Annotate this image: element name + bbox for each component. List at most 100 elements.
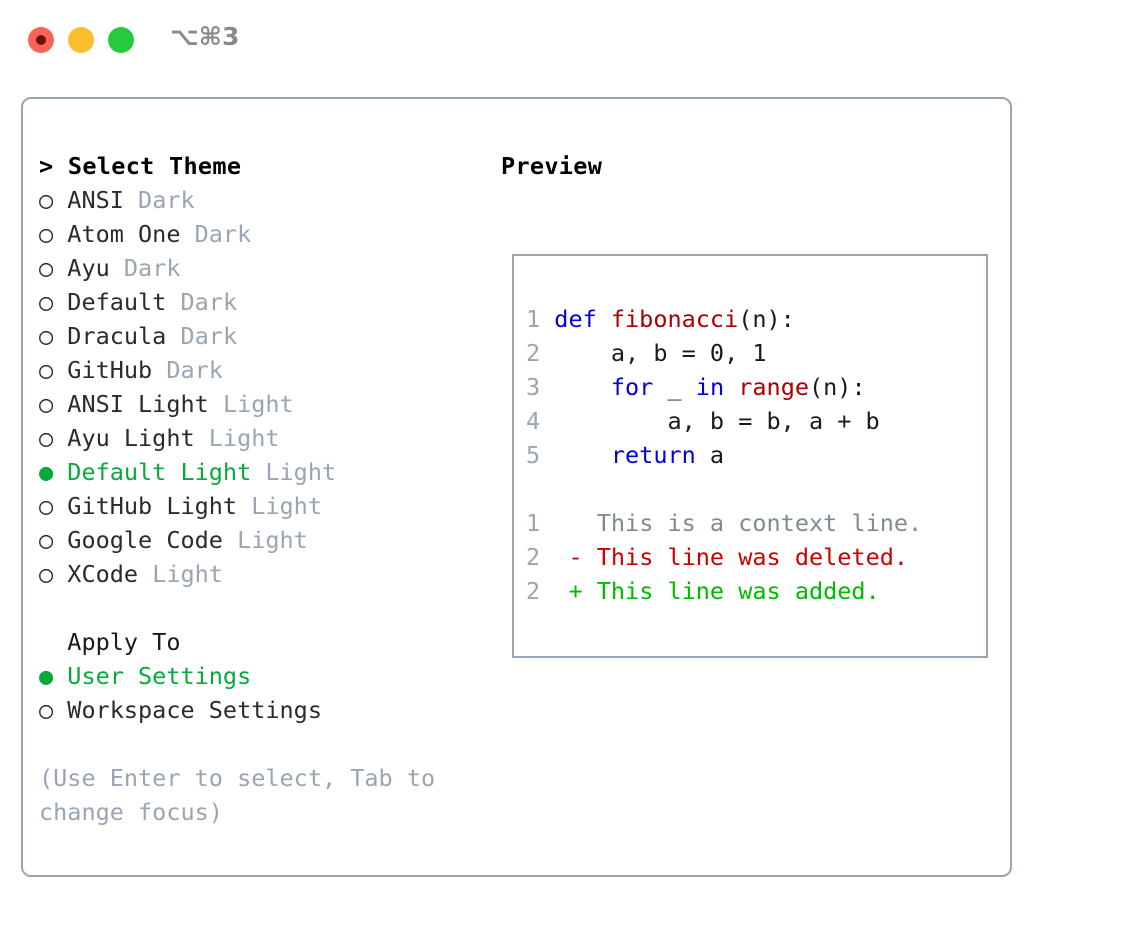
theme-name: Atom One xyxy=(67,220,181,248)
diff-line-number: 2 xyxy=(526,543,541,571)
diff-line: 1 This is a context line. xyxy=(526,506,976,540)
code-line: 3 for _ in range(n): xyxy=(526,370,976,404)
theme-category: Dark xyxy=(180,288,238,316)
preview-column: Preview 1 def fibonacci(n):2 a, b = 0, 1… xyxy=(501,149,991,658)
code-line-number: 5 xyxy=(526,441,541,469)
apply-to-header: Apply To xyxy=(39,628,181,656)
code-token: def xyxy=(554,305,611,333)
code-token xyxy=(554,373,611,401)
apply-to-option[interactable]: ● User Settings xyxy=(39,659,469,693)
radio-unselected-icon: ○ xyxy=(39,356,54,384)
radio-unselected-icon: ○ xyxy=(39,696,54,724)
keyboard-shortcut-label: ⌥⌘3 xyxy=(170,22,240,51)
code-line-number: 4 xyxy=(526,407,541,435)
radio-selected-icon: ● xyxy=(39,458,54,486)
dialog-panel: > Select Theme ○ ANSI Dark○ Atom One Dar… xyxy=(21,97,1012,877)
code-line: 2 a, b = 0, 1 xyxy=(526,336,976,370)
theme-category: Dark xyxy=(166,356,223,384)
theme-category: Light xyxy=(251,492,322,520)
hint-spacer xyxy=(39,727,469,761)
theme-list-item[interactable]: ○ Ayu Light Light xyxy=(39,421,469,455)
list-spacer xyxy=(39,591,469,625)
code-token: for xyxy=(610,373,654,401)
radio-unselected-icon: ○ xyxy=(39,390,54,418)
code-line-number: 1 xyxy=(526,305,541,333)
close-icon xyxy=(36,35,46,45)
theme-name: Default xyxy=(67,288,167,316)
theme-category: Light xyxy=(222,390,294,418)
code-token xyxy=(554,441,611,469)
code-token: fibonacci xyxy=(610,305,739,333)
code-line: 5 return a xyxy=(526,438,976,472)
code-line-number: 3 xyxy=(526,373,541,401)
theme-list-item[interactable]: ○ Atom One Dark xyxy=(39,217,469,251)
theme-list-item[interactable]: ● Default Light Light xyxy=(39,455,469,489)
title-bar: ⌥⌘3 xyxy=(0,0,1140,78)
apply-to-option-label: Workspace Settings xyxy=(67,696,322,724)
code-line-number: 2 xyxy=(526,339,541,367)
diff-text: This line was deleted. xyxy=(596,543,909,571)
diff-text: This is a context line. xyxy=(596,509,923,537)
code-line: 1 def fibonacci(n): xyxy=(526,302,976,336)
theme-name: Ayu Light xyxy=(67,424,195,452)
maximize-window-button[interactable] xyxy=(108,27,134,53)
diff-line-number: 2 xyxy=(526,577,541,605)
radio-unselected-icon: ○ xyxy=(39,492,54,520)
apply-to-option-label: User Settings xyxy=(67,662,252,690)
theme-category: Light xyxy=(152,560,223,588)
diff-marker xyxy=(568,509,582,537)
code-token: (n): xyxy=(809,373,866,401)
preview-title: Preview xyxy=(501,152,603,180)
diff-marker: + xyxy=(568,577,583,605)
radio-unselected-icon: ○ xyxy=(39,288,54,316)
theme-list[interactable]: ○ ANSI Dark○ Atom One Dark○ Ayu Dark○ De… xyxy=(39,183,469,591)
theme-list-item[interactable]: ○ ANSI Light Light xyxy=(39,387,469,421)
theme-list-item[interactable]: ○ GitHub Dark xyxy=(39,353,469,387)
diff-line: 2 - This line was deleted. xyxy=(526,540,976,574)
theme-name: Ayu xyxy=(67,254,110,282)
theme-name: GitHub Light xyxy=(67,492,238,520)
code-token: a, b = b, a + b xyxy=(554,407,880,435)
radio-unselected-icon: ○ xyxy=(39,186,54,214)
theme-list-item[interactable]: ○ Default Dark xyxy=(39,285,469,319)
theme-list-item[interactable]: ○ GitHub Light Light xyxy=(39,489,469,523)
theme-category: Dark xyxy=(138,186,195,214)
theme-name: XCode xyxy=(67,560,139,588)
code-token: in xyxy=(695,373,739,401)
theme-name: Google Code xyxy=(67,526,223,554)
theme-name: ANSI Light xyxy=(67,390,209,418)
keyboard-hint-text: (Use Enter to select, Tab to change focu… xyxy=(39,764,436,826)
minimize-window-button[interactable] xyxy=(68,27,94,53)
theme-list-item[interactable]: ○ ANSI Dark xyxy=(39,183,469,217)
theme-list-item[interactable]: ○ Ayu Dark xyxy=(39,251,469,285)
code-token: a, b = 0, 1 xyxy=(554,339,767,367)
diff-sample: 1 This is a context line.2 - This line w… xyxy=(526,506,976,608)
theme-category: Dark xyxy=(123,254,181,282)
diff-line: 2 + This line was added. xyxy=(526,574,976,608)
code-line: 4 a, b = b, a + b xyxy=(526,404,976,438)
apply-to-options[interactable]: ● User Settings○ Workspace Settings xyxy=(39,659,469,727)
theme-picker-column: > Select Theme ○ ANSI Dark○ Atom One Dar… xyxy=(39,149,469,829)
theme-name: GitHub xyxy=(67,356,153,384)
select-theme-header: > Select Theme xyxy=(39,152,242,180)
theme-name: Dracula xyxy=(67,322,167,350)
apply-to-option[interactable]: ○ Workspace Settings xyxy=(39,693,469,727)
radio-selected-icon: ● xyxy=(39,662,54,690)
theme-list-item[interactable]: ○ Google Code Light xyxy=(39,523,469,557)
radio-unselected-icon: ○ xyxy=(39,322,54,350)
theme-list-item[interactable]: ○ XCode Light xyxy=(39,557,469,591)
radio-unselected-icon: ○ xyxy=(39,424,54,452)
code-token: _ xyxy=(653,373,696,401)
theme-list-item[interactable]: ○ Dracula Dark xyxy=(39,319,469,353)
radio-unselected-icon: ○ xyxy=(39,560,54,588)
diff-text: This line was added. xyxy=(596,577,880,605)
theme-category: Light xyxy=(237,526,308,554)
close-window-button[interactable] xyxy=(28,27,54,53)
code-token: range xyxy=(738,373,809,401)
theme-name: ANSI xyxy=(67,186,124,214)
theme-name: Default Light xyxy=(67,458,252,486)
diff-line-number: 1 xyxy=(526,509,541,537)
code-token: (n): xyxy=(738,305,795,333)
